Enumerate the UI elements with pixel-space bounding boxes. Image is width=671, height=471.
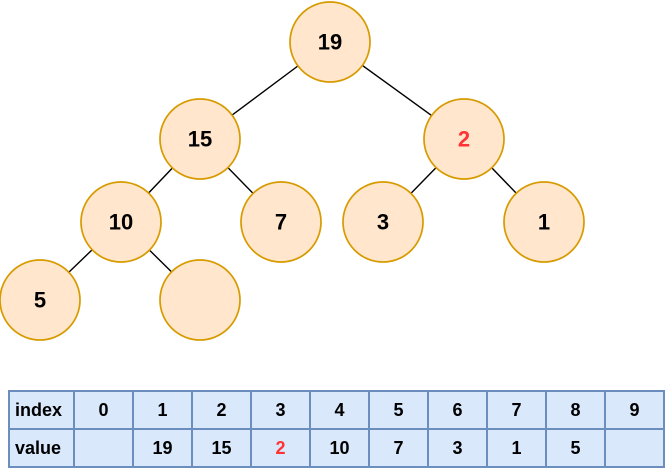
- value-cell: 3: [427, 428, 488, 468]
- tree-node-10: 10: [80, 181, 162, 263]
- index-cell: 6: [427, 390, 488, 430]
- value-cell: 5: [545, 428, 606, 468]
- tree-node-7: 7: [240, 181, 322, 263]
- index-cell: 2: [191, 390, 252, 430]
- tree-node-circle: [342, 181, 424, 263]
- tree-node-3: 3: [342, 181, 424, 263]
- tree-node-2: 2: [423, 98, 505, 180]
- tree-node-circle: [159, 98, 241, 180]
- tree-node-circle: [0, 259, 81, 341]
- index-cell: 0: [73, 390, 134, 430]
- index-cell: 1: [132, 390, 193, 430]
- value-cell: 10: [309, 428, 370, 468]
- tree-node-15: 15: [159, 98, 241, 180]
- tree-node-value: 2: [458, 127, 470, 152]
- value-cell: 15: [191, 428, 252, 468]
- tree-node-circle: [159, 259, 241, 341]
- value-cell: [604, 428, 665, 468]
- tree-node-19: 19: [289, 1, 371, 83]
- tree-node-value: 7: [275, 210, 287, 235]
- index-cell: 3: [250, 390, 311, 430]
- tree-node-value: 10: [109, 210, 133, 235]
- tree-node-value: 15: [188, 127, 212, 152]
- index-row-header: index: [8, 390, 75, 430]
- tree-node-circle: [503, 181, 585, 263]
- tree-node-circle: [80, 181, 162, 263]
- tree-node-empty: [159, 259, 241, 341]
- tree-node-circle: [240, 181, 322, 263]
- value-cell: 1: [486, 428, 547, 468]
- tree-node-value: 3: [377, 210, 389, 235]
- index-cell: 7: [486, 390, 547, 430]
- tree-node-value: 1: [538, 210, 550, 235]
- value-cell: 7: [368, 428, 429, 468]
- tree-node-5: 5: [0, 259, 81, 341]
- value-cell: 19: [132, 428, 193, 468]
- index-cell: 5: [368, 390, 429, 430]
- index-cell: 8: [545, 390, 606, 430]
- tree-node-value: 5: [34, 288, 46, 313]
- tree-node-1: 1: [503, 181, 585, 263]
- value-cell: 2: [250, 428, 311, 468]
- tree-node-value: 19: [318, 30, 342, 55]
- value-cell: [73, 428, 134, 468]
- tree-node-circle: [289, 1, 371, 83]
- index-cell: 9: [604, 390, 665, 430]
- index-cell: 4: [309, 390, 370, 430]
- value-row-header: value: [8, 428, 75, 468]
- tree-node-circle: [423, 98, 505, 180]
